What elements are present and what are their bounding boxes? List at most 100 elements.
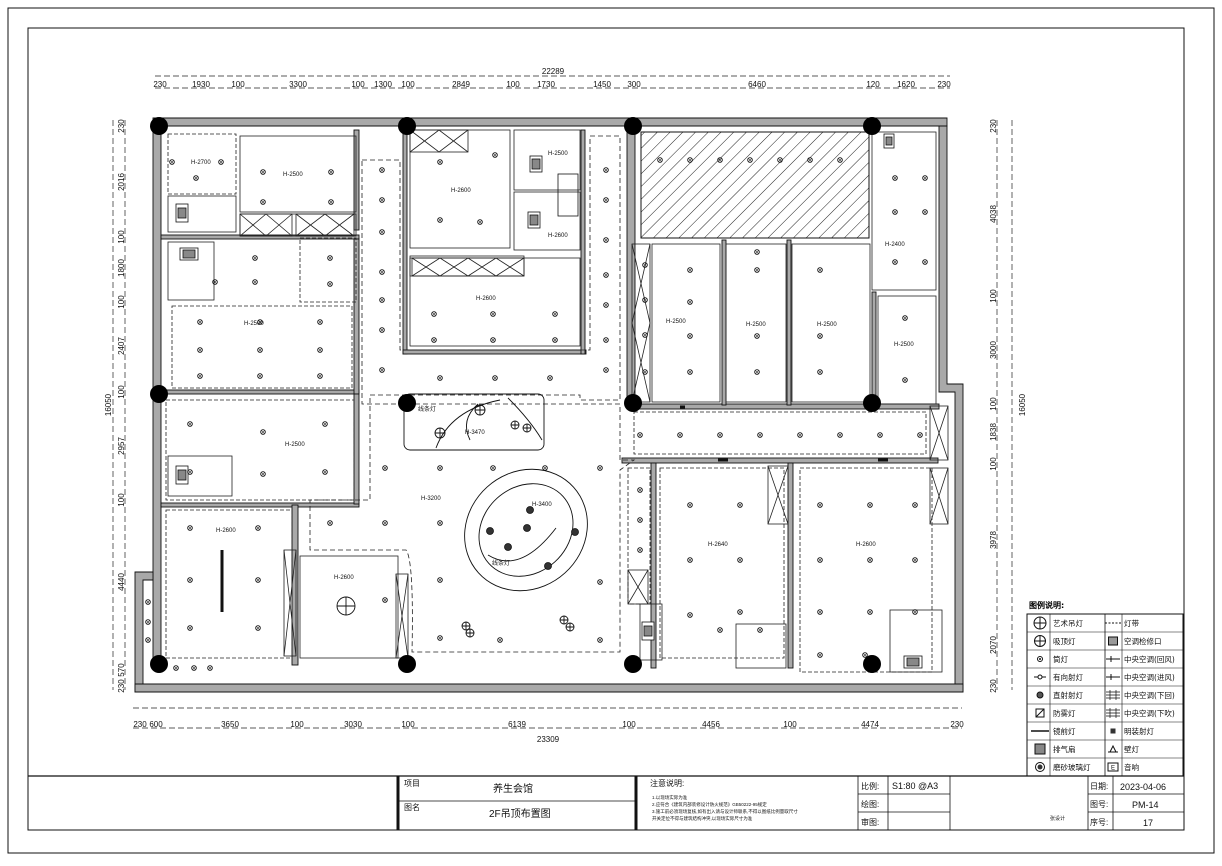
downlight-icon — [260, 169, 266, 175]
strip-light-label-1: 线条灯 — [418, 405, 436, 413]
downlight-icon — [477, 219, 483, 225]
downlight-icon — [145, 637, 151, 643]
legend-spot-icon — [1036, 691, 1044, 699]
legend-label: 空调检修口 — [1124, 636, 1162, 646]
dim-bottom: 100 — [401, 720, 415, 729]
legend-fog-icon — [1035, 708, 1045, 718]
downlight-icon — [677, 432, 683, 438]
legend-label: 吸顶灯 — [1053, 636, 1076, 646]
downlight-icon — [597, 465, 603, 471]
downlight-icon — [754, 267, 760, 273]
dim-bottom: 4456 — [702, 720, 720, 729]
downlight-icon — [437, 635, 443, 641]
dim-top: 230 — [153, 80, 167, 89]
downlight-icon — [145, 619, 151, 625]
downlight-icon — [687, 557, 693, 563]
room-label-r15: H-3200 — [421, 496, 441, 502]
legend-rows: 艺术吊灯灯带吸顶灯空调检修口筒灯中央空调(回风)有向射灯中央空调(进风)直射射灯… — [1027, 616, 1183, 772]
downlight-icon — [867, 557, 873, 563]
downlight-icon — [687, 502, 693, 508]
strip-light-label-2: 线条灯 — [492, 559, 510, 567]
downlight-icon — [687, 612, 693, 618]
downlight-icon — [877, 432, 883, 438]
legend-label: 中央空调(回风) — [1124, 654, 1175, 664]
note-2: 2.应符合《建筑内部装修设计防火规范》GB50222-95规定 — [652, 801, 767, 808]
downlight-icon — [717, 157, 723, 163]
downlight-icon — [817, 652, 823, 658]
dim-top: 120 — [866, 80, 880, 89]
downlight-icon — [255, 625, 261, 631]
downlight-icon — [737, 502, 743, 508]
dim-bottom: 4474 — [861, 720, 879, 729]
downlight-icon — [637, 547, 643, 553]
dim-right: 3978 — [989, 531, 998, 549]
cabinet-boxes — [239, 129, 949, 659]
dim-right: 230 — [989, 119, 998, 133]
legend-speaker-icon: E — [1107, 762, 1119, 772]
downlight-icon — [437, 465, 443, 471]
downlights — [145, 152, 928, 671]
dim-bottom: 6139 — [508, 720, 526, 729]
room-label-r3: H-2500 — [548, 151, 568, 157]
dimension-lines — [112, 75, 1013, 729]
downlight-icon — [603, 272, 609, 278]
legend-label: 壁灯 — [1124, 744, 1140, 754]
legend-title: 图例说明: — [1029, 600, 1064, 610]
legend-label: 镜前灯 — [1053, 726, 1076, 736]
downlight-icon — [867, 502, 873, 508]
downlight-icon — [437, 217, 443, 223]
downlight-icon — [892, 259, 898, 265]
dim-right: 1838 — [989, 423, 998, 441]
downlight-icon — [255, 525, 261, 531]
note-3: 3.施工前必须现场复核,如有出入请与设计师联系,不得以图纸比例量取尺寸 — [652, 808, 798, 815]
downlight-icon — [603, 167, 609, 173]
downlight-icon — [187, 421, 193, 427]
dim-left: 2016 — [117, 173, 126, 191]
downlight-icon — [642, 297, 648, 303]
downlight-icon — [497, 637, 503, 643]
downlight-icon — [379, 167, 385, 173]
downlight-icon — [642, 262, 648, 268]
downlight-icon — [257, 373, 263, 379]
legend-label: 排气扇 — [1053, 744, 1076, 754]
downlight-icon — [687, 157, 693, 163]
downlight-icon — [797, 432, 803, 438]
downlight-icon — [187, 577, 193, 583]
dwg-no-value: PM-14 — [1132, 800, 1159, 810]
downlight-icon — [252, 255, 258, 261]
room-label-r9: H-2500 — [746, 322, 766, 328]
room-label-r18: H-2600 — [334, 575, 354, 581]
downlight-icon — [747, 157, 753, 163]
dim-top: 2849 — [452, 80, 470, 89]
room-label-r12: H-2500 — [244, 321, 264, 327]
downlight-icon — [437, 159, 443, 165]
signature: 张设计 — [1050, 815, 1065, 822]
downlight-icon — [737, 557, 743, 563]
downlight-icon — [382, 465, 388, 471]
room-label-r16: H-3400 — [532, 502, 552, 508]
dim-top: 1730 — [537, 80, 555, 89]
dim-bottom: 3650 — [221, 720, 239, 729]
dim-top: 100 — [231, 80, 245, 89]
dim-left: 230 — [117, 679, 126, 693]
downlight-icon — [322, 469, 328, 475]
downlight-icon — [490, 465, 496, 471]
dim-right: 3000 — [989, 341, 998, 359]
downlight-icon — [379, 229, 385, 235]
downlight-icon — [642, 369, 648, 375]
legend-down-icon — [1037, 656, 1043, 662]
downlight-icon — [687, 299, 693, 305]
room-label-r1: H-2700 — [191, 160, 211, 166]
notes-title: 注意说明: — [650, 778, 684, 788]
downlight-icon — [490, 337, 496, 343]
downlight-icon — [917, 432, 923, 438]
dim-bottom: 230 — [950, 720, 964, 729]
title-block-text: 项目 养生会馆 图名 2F吊顶布置图 注意说明: 1.以现场实际为准 2.应符合… — [404, 778, 1166, 828]
downlight-icon — [255, 577, 261, 583]
legend: 图例说明: 艺术吊灯灯带吸顶灯空调检修口筒灯中央空调(回风)有向射灯中央空调(进… — [1026, 600, 1184, 777]
downlight-icon — [145, 599, 151, 605]
downlight-icon — [379, 269, 385, 275]
dim-left: 2407 — [117, 337, 126, 355]
